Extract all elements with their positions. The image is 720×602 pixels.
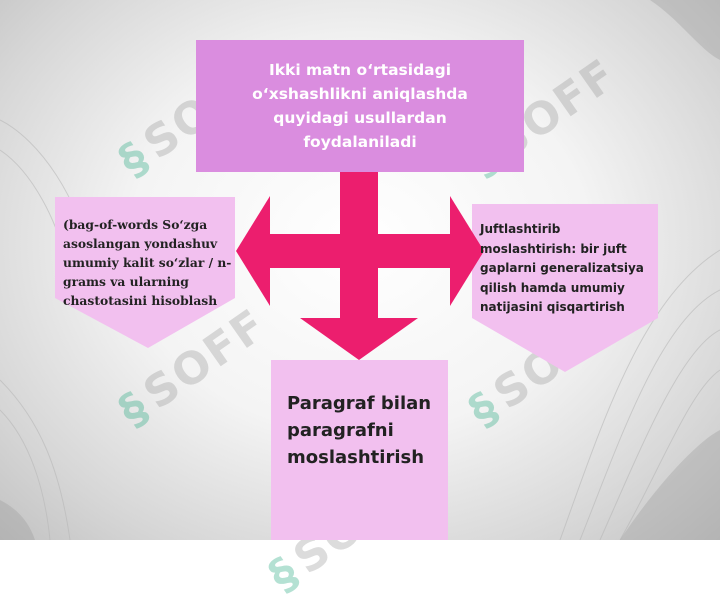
- background-curves: [0, 0, 720, 540]
- arrow-horizontal-shaft: [268, 234, 452, 268]
- right-box-text: Juftlashtirib moslashtirish: bir juft ga…: [480, 222, 644, 314]
- three-way-arrow: [236, 172, 484, 360]
- left-callout-shape: [55, 197, 235, 348]
- right-box: Juftlashtirib moslashtirish: bir juft ga…: [472, 204, 660, 372]
- top-box-text: Ikki matn o‘rtasidagi o‘xshashlikni aniq…: [252, 61, 468, 151]
- bottom-box-text: Paragraf bilan paragrafni moslashtirish: [287, 393, 432, 468]
- left-box-text: (bag-of-words So‘zga asoslangan yondashu…: [63, 217, 232, 308]
- arrow-shape: [236, 172, 484, 360]
- right-callout-shape: [472, 204, 658, 372]
- top-box: Ikki matn o‘rtasidagi o‘xshashlikni aniq…: [196, 40, 524, 172]
- arrow-left-head: [236, 196, 270, 306]
- arrow-down-head: [300, 318, 418, 360]
- callout-shapes: [55, 197, 658, 372]
- left-box: (bag-of-words So‘zga asoslangan yondashu…: [55, 197, 235, 347]
- bottom-box: Paragraf bilan paragrafni moslashtirish: [271, 360, 448, 540]
- arrow-right-head: [450, 196, 484, 306]
